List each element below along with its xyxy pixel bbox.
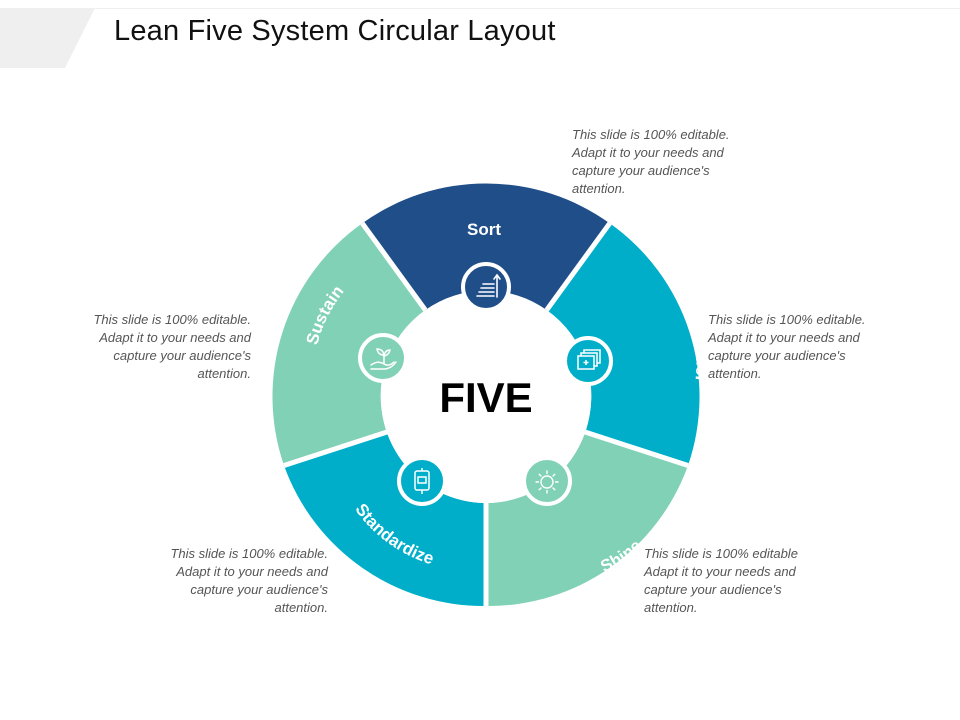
plant-hand-icon: [358, 333, 408, 383]
center-label: FIVE: [439, 374, 532, 421]
center-hub: [381, 293, 591, 503]
note-sort: This slide is 100% editable. Adapt it to…: [572, 127, 730, 196]
stairs-up-icon: [461, 262, 511, 312]
segment-standardize: [284, 432, 486, 607]
segment-dividers: [283, 221, 689, 606]
segment-shine: [486, 432, 688, 607]
segment-set-in-order: [546, 223, 700, 466]
segment-label-sort: Sort: [467, 220, 501, 239]
title-tab-background: [0, 8, 960, 68]
note-standardize: This slide is 100% editable. Adapt it to…: [170, 546, 328, 615]
note-sustain: This slide is 100% editable. Adapt it to…: [93, 312, 251, 381]
note-set-in-order: This slide is 100% editable. Adapt it to…: [708, 312, 866, 381]
slide-title: Lean Five System Circular Layout: [114, 15, 556, 47]
segment-sustain: [272, 223, 426, 466]
note-shine: This slide is 100% editable Adapt it to …: [644, 546, 798, 615]
clipboard-icon: [397, 456, 447, 506]
sun-icon: [522, 456, 572, 506]
folder-stack-icon: [563, 336, 613, 386]
segment-sort: [362, 183, 610, 310]
